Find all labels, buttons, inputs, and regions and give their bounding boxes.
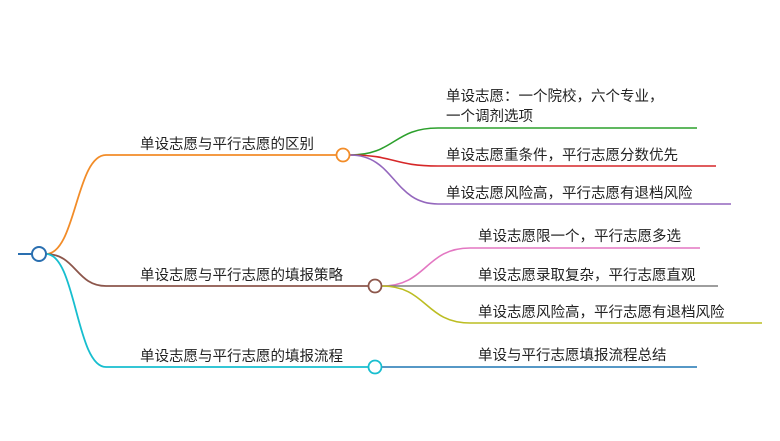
branch-node	[335, 147, 351, 163]
leaf-connector	[349, 127, 439, 156]
branch-label: 单设志愿与平行志愿的区别	[140, 136, 314, 153]
leaf-label: 单设志愿风险高，平行志愿有退档风险	[446, 185, 693, 202]
branch-label: 单设志愿与平行志愿的填报流程	[140, 348, 343, 365]
branch-connector	[45, 253, 107, 287]
leaf-label: 单设志愿：一个院校，六个专业，	[446, 88, 664, 105]
branch-label: 单设志愿与平行志愿的填报策略	[140, 267, 343, 284]
leaf-label: 单设志愿重条件，平行志愿分数优先	[446, 147, 678, 164]
leaf-connector	[381, 285, 471, 324]
leaf-label: 一个调剂选项	[446, 108, 533, 125]
leaf-connector	[349, 154, 439, 167]
leaf-connector	[349, 154, 439, 205]
leaf-label: 单设志愿限一个，平行志愿多选	[478, 228, 681, 245]
branch-connector	[45, 253, 107, 368]
leaf-label: 单设与平行志愿填报流程总结	[478, 347, 667, 364]
root-node	[31, 246, 47, 262]
branch-connector	[45, 154, 107, 255]
leaf-label: 单设志愿风险高，平行志愿有退档风险	[478, 304, 725, 321]
leaf-label: 单设志愿录取复杂，平行志愿直观	[478, 266, 696, 284]
branch-node	[367, 359, 383, 375]
leaf-connector	[381, 247, 471, 287]
branch-node	[367, 278, 383, 294]
